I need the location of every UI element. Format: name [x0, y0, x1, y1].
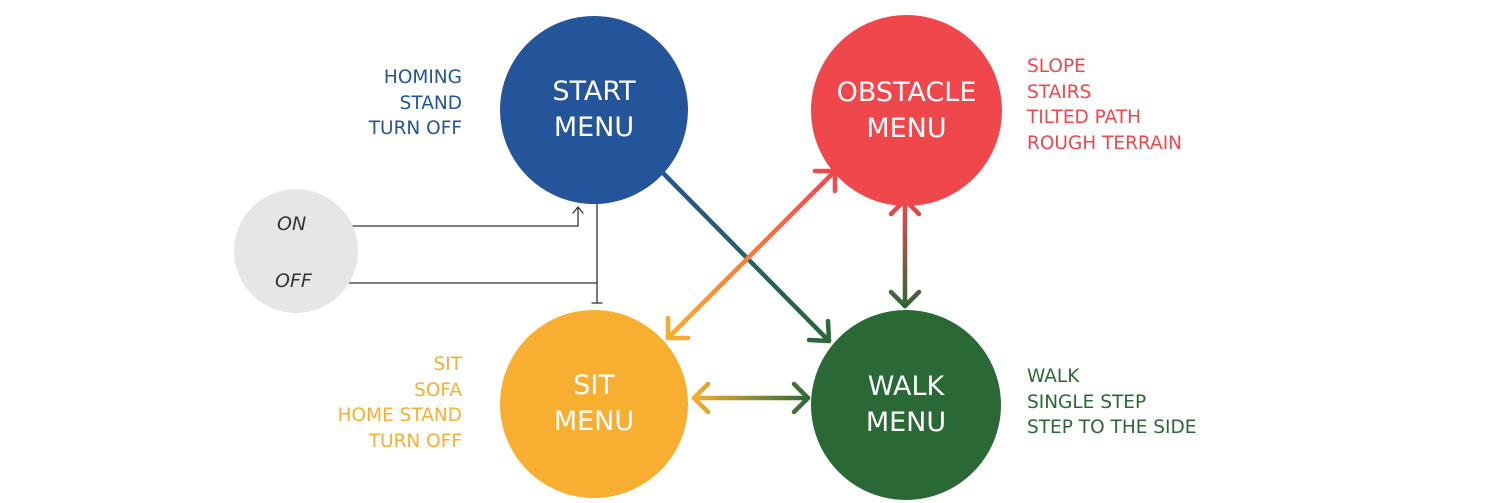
arrow-obstacle-walk [888, 197, 922, 309]
sit-menu-title: SIT [573, 370, 615, 401]
walk-option: SINGLE STEP [1027, 391, 1147, 413]
arrow-start-to-walk [659, 169, 832, 344]
power-on-label: ON [277, 213, 307, 235]
sit-option: SOFA [414, 379, 462, 401]
sit-menu-options: SIT SOFA HOME STAND TURN OFF [338, 352, 462, 454]
sit-menu-node[interactable]: SIT MENU [500, 310, 688, 498]
power-connectors [324, 201, 603, 304]
start-option: HOMING [383, 67, 462, 88]
start-menu-title: START [552, 76, 636, 107]
start-option: STAND [399, 92, 462, 114]
obstacle-menu-subtitle: MENU [866, 112, 947, 144]
power-switch[interactable] [234, 189, 358, 313]
sit-option: TURN OFF [368, 430, 462, 452]
start-menu-options: HOMING STAND TURN OFF [369, 65, 462, 142]
obstacle-menu-node[interactable]: OBSTACLE MENU [811, 15, 1002, 206]
start-option: TURN OFF [368, 118, 462, 139]
start-menu-subtitle: MENU [553, 112, 635, 143]
start-menu-node[interactable]: START MENU [500, 16, 688, 204]
obstacle-menu-options: SLOPE STAIRS TILTED PATH ROUGH TERRAIN [1027, 54, 1182, 156]
arrow-sit-walk [691, 381, 811, 415]
walk-menu-subtitle: MENU [865, 407, 947, 438]
walk-menu-node[interactable]: WALK MENU [811, 310, 1001, 500]
sit-menu-subtitle: MENU [553, 406, 635, 437]
walk-menu-options: WALK SINGLE STEP STEP TO THE SIDE [1027, 364, 1196, 441]
walk-option: STEP TO THE SIDE [1027, 417, 1197, 438]
obstacle-option: ROUGH TERRAIN [1027, 132, 1182, 154]
obstacle-menu-title: OBSTACLE [836, 76, 977, 108]
power-off-label: OFF [275, 270, 312, 292]
obstacle-option: SLOPE [1027, 56, 1086, 77]
obstacle-option: TILTED PATH [1027, 107, 1142, 128]
sit-option: SIT [433, 354, 463, 375]
walk-menu-title: WALK [867, 371, 945, 402]
obstacle-option: STAIRS [1027, 81, 1092, 103]
walk-option: WALK [1027, 366, 1080, 387]
arrow-sit-obstacle [665, 168, 838, 341]
sit-option: HOME STAND [337, 405, 462, 426]
